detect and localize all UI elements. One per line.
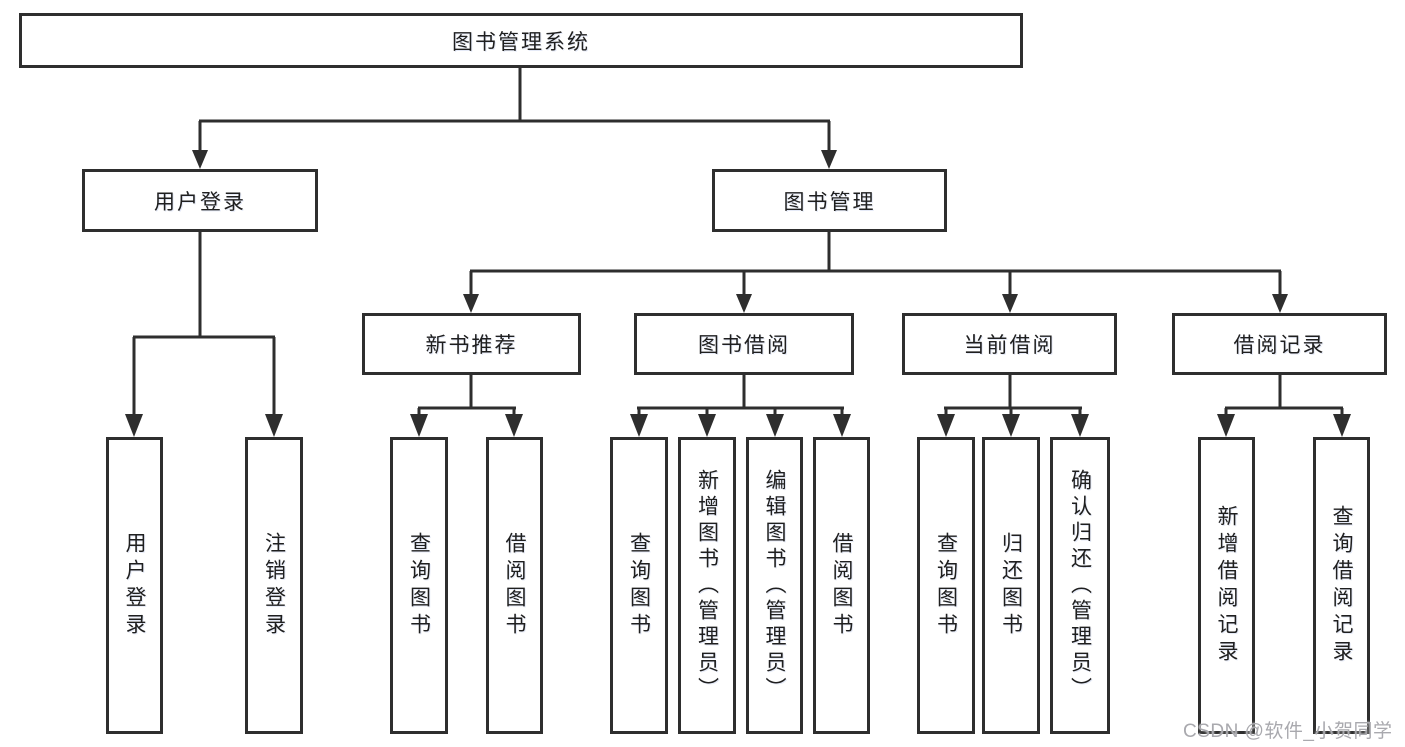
leaf-records-add-record: 新增借阅记录 bbox=[1198, 437, 1255, 734]
node-book-management: 图书管理 bbox=[712, 169, 947, 232]
leaf-newbook-query-books: 查询图书 bbox=[390, 437, 448, 734]
leaf-borrow-query-books: 查询图书 bbox=[610, 437, 668, 734]
node-label: 图书借阅 bbox=[698, 334, 790, 357]
leaf-label: 查询借阅记录 bbox=[1330, 504, 1353, 667]
leaf-borrow-edit-books-admin: 编辑图书（管理员） bbox=[746, 437, 803, 734]
connector-root-to-level2 bbox=[192, 67, 837, 169]
node-borrowing-records: 借阅记录 bbox=[1172, 313, 1387, 375]
leaf-label: 查询图书 bbox=[934, 531, 958, 640]
connector-user-login-branch bbox=[125, 231, 283, 437]
leaf-label: 借阅图书 bbox=[830, 531, 853, 640]
leaf-borrow-borrow-books: 借阅图书 bbox=[813, 437, 870, 734]
node-label: 图书管理系统 bbox=[452, 30, 590, 54]
connector-current-borrow-branch bbox=[937, 374, 1089, 437]
leaf-label: 注销登录 bbox=[262, 531, 286, 640]
leaf-user-login: 用户登录 bbox=[106, 437, 163, 734]
leaf-newbook-borrow-books: 借阅图书 bbox=[486, 437, 543, 734]
node-label: 新书推荐 bbox=[425, 334, 518, 357]
leaf-label: 新增借阅记录 bbox=[1215, 504, 1238, 667]
leaf-label: 编辑图书（管理员） bbox=[763, 468, 786, 703]
leaf-label: 用户登录 bbox=[123, 531, 146, 640]
node-library-management-system: 图书管理系统 bbox=[19, 13, 1023, 68]
watermark: CSDN @软件_小贺同学 bbox=[1183, 721, 1393, 742]
leaf-label: 归还图书 bbox=[999, 531, 1023, 640]
node-book-borrowing: 图书借阅 bbox=[634, 313, 854, 375]
connector-new-book-branch bbox=[410, 374, 523, 437]
leaf-current-confirm-return-admin: 确认归还（管理员） bbox=[1050, 437, 1110, 734]
node-label: 图书管理 bbox=[783, 190, 876, 214]
leaf-current-query-books: 查询图书 bbox=[917, 437, 975, 734]
node-label: 用户登录 bbox=[154, 190, 246, 214]
connector-book-management-branch bbox=[463, 231, 1288, 313]
node-new-book-recommendation: 新书推荐 bbox=[362, 313, 581, 375]
leaf-current-return-books: 归还图书 bbox=[982, 437, 1040, 734]
node-label: 借阅记录 bbox=[1233, 334, 1326, 357]
connector-borrow-records-branch bbox=[1217, 374, 1351, 437]
connector-book-borrow-branch bbox=[630, 374, 851, 437]
leaf-label: 确认归还（管理员） bbox=[1068, 468, 1092, 703]
leaf-logout-login: 注销登录 bbox=[245, 437, 303, 734]
leaf-records-query-record: 查询借阅记录 bbox=[1313, 437, 1370, 734]
node-user-login: 用户登录 bbox=[82, 169, 318, 232]
leaf-label: 查询图书 bbox=[627, 531, 651, 640]
leaf-label: 查询图书 bbox=[407, 531, 431, 640]
node-current-borrowing: 当前借阅 bbox=[902, 313, 1117, 375]
leaf-label: 借阅图书 bbox=[503, 531, 526, 640]
node-label: 当前借阅 bbox=[963, 334, 1056, 357]
leaf-label: 新增图书（管理员） bbox=[695, 468, 719, 703]
leaf-borrow-add-books-admin: 新增图书（管理员） bbox=[678, 437, 736, 734]
